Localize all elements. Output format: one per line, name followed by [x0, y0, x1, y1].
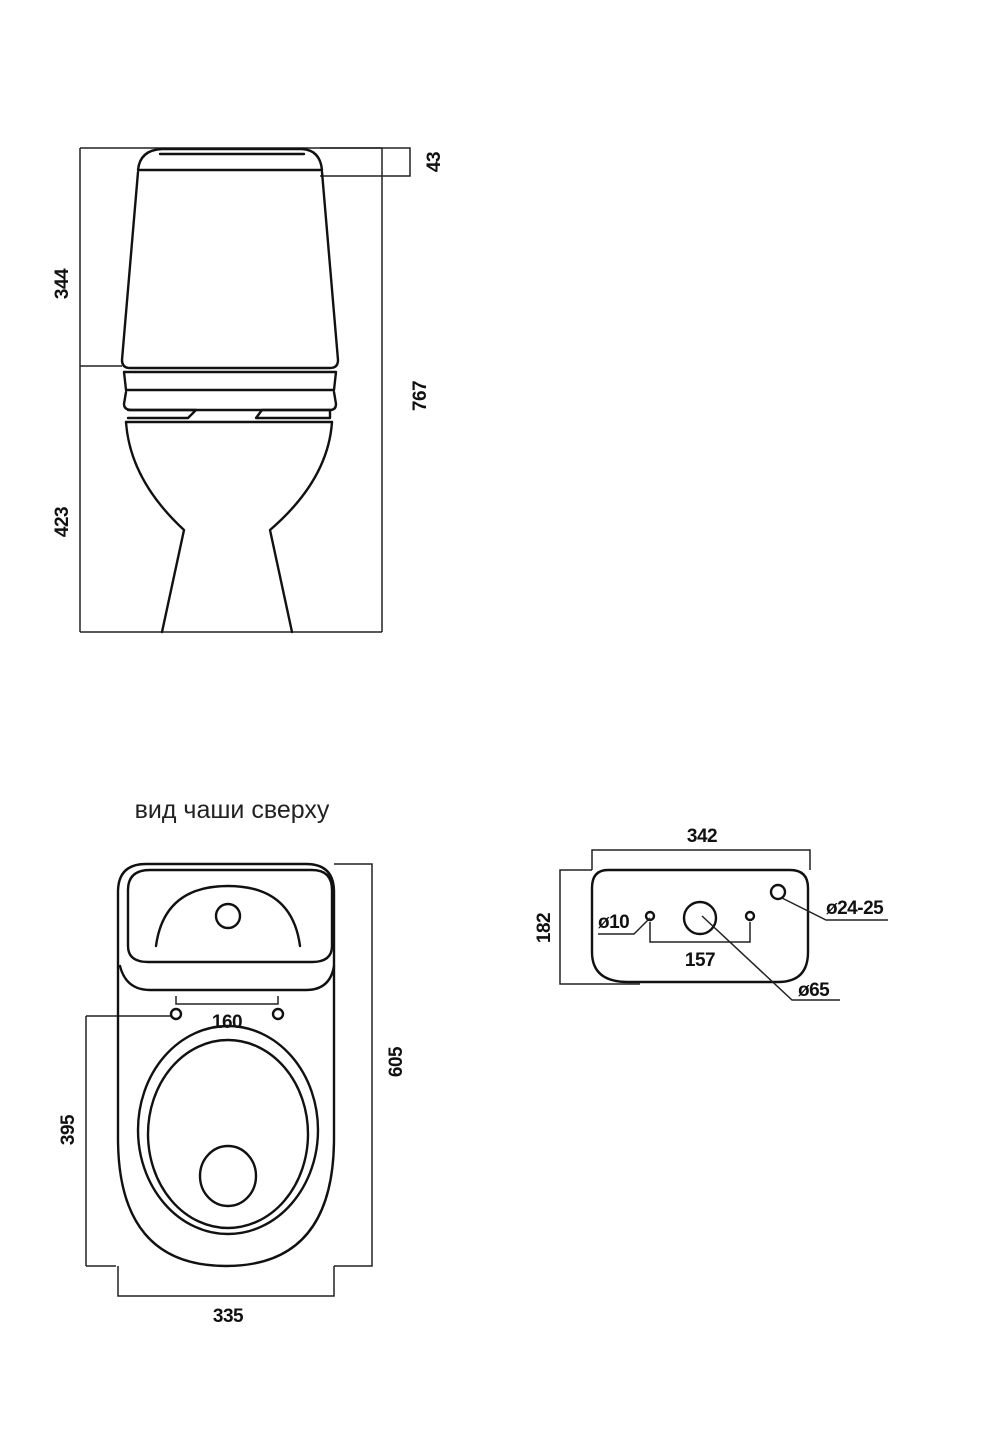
tank-top-outline: [126, 868, 334, 964]
seat-outer: [136, 1024, 320, 1236]
tank-hole-dimension-lines: [559, 849, 811, 985]
dim-flush-hole-label: ø65: [798, 980, 830, 1001]
dim-water-inlet-label: ø24-25: [826, 898, 884, 919]
water-inlet-leader: [781, 897, 888, 921]
small-hole-right: [744, 910, 756, 922]
bolt-hole-right: [271, 1007, 285, 1021]
dim-length-label: 605: [386, 1046, 407, 1077]
bowl-outer-outline: [116, 862, 336, 1268]
side-view: 43 344 423 767: [52, 147, 445, 634]
tank-base-band: [118, 964, 336, 992]
dim-holes-spacing-label: 157: [685, 950, 715, 971]
tank-body: [120, 170, 340, 370]
seat-inner: [146, 1038, 310, 1230]
lid-dimension-lines: [320, 147, 411, 177]
water-inlet-hole: [769, 883, 787, 901]
dim-bowl-label: 423: [52, 507, 73, 537]
bolt-spacing-line: [175, 996, 279, 1005]
dim-width-label: 335: [213, 1306, 244, 1327]
flush-button: [214, 902, 242, 930]
flush-valve-hole: [682, 900, 718, 936]
tank-inner-arc: [154, 884, 302, 948]
hole-spacing-line: [649, 922, 751, 943]
dim-bolt-to-back-label: 395: [58, 1114, 79, 1145]
top-view-caption: вид чаши сверху: [135, 796, 330, 824]
tank-bottom-outline: [590, 868, 810, 984]
tank-base-lower: [122, 390, 338, 412]
dim-tank-width-label: 342: [687, 826, 717, 847]
tank-base: [122, 370, 338, 392]
dim-total-height-label: 767: [410, 381, 431, 411]
dim-lid-label: 43: [424, 152, 445, 172]
bowl-pedestal: [124, 420, 334, 634]
tank-lid: [136, 147, 324, 172]
dim-small-holes-label: ø10: [598, 912, 629, 933]
small-hole-left: [644, 910, 656, 922]
top-view: вид чаши сверху 160 395 605 335: [58, 796, 407, 1327]
dim-tank-depth-label: 182: [534, 913, 555, 943]
tank-hole-view: 342 182 ø10 157 ø24-25 ø65: [534, 826, 888, 1001]
bolt-hole-left: [169, 1007, 183, 1021]
small-hole-leader: [598, 917, 651, 935]
dim-bolt-spacing-label: 160: [212, 1012, 242, 1033]
top-view-dimension-lines: [85, 863, 373, 1297]
seat-left: [126, 408, 198, 420]
dim-tank-label: 344: [52, 268, 73, 299]
seat-right: [254, 408, 332, 420]
flush-hole-leader: [701, 915, 840, 1001]
drain-hole: [198, 1144, 258, 1208]
